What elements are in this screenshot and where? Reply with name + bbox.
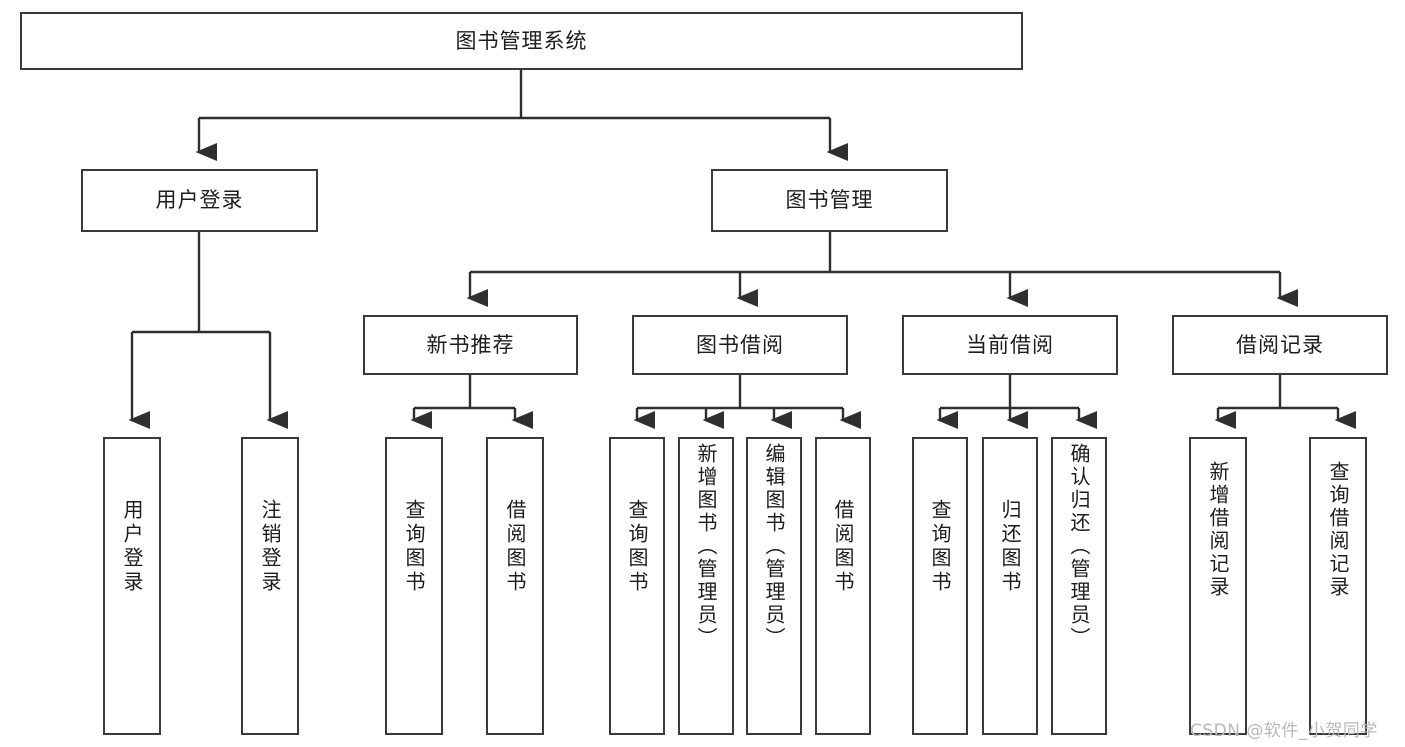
node-leaf-borrow-book-1-label: 借阅图书 — [503, 499, 527, 595]
node-leaf-query-book-3[interactable]: 查询图书 — [912, 437, 968, 735]
node-new-book-recommend-label: 新书推荐 — [426, 332, 515, 357]
node-current-borrow[interactable]: 当前借阅 — [902, 315, 1118, 375]
node-leaf-edit-book[interactable]: 编辑图书（管理员） — [746, 437, 802, 735]
node-book-borrow[interactable]: 图书借阅 — [632, 315, 848, 375]
node-root-label: 图书管理系统 — [455, 28, 588, 53]
node-leaf-query-book-1-label: 查询图书 — [402, 499, 426, 595]
node-leaf-query-book-2-label: 查询图书 — [625, 499, 649, 595]
node-leaf-borrow-book-1[interactable]: 借阅图书 — [486, 437, 544, 735]
node-leaf-add-borrow-record[interactable]: 新增借阅记录 — [1189, 437, 1247, 735]
node-new-book-recommend[interactable]: 新书推荐 — [363, 315, 578, 375]
node-leaf-add-borrow-record-label: 新增借阅记录 — [1206, 461, 1230, 599]
node-leaf-query-borrow-record[interactable]: 查询借阅记录 — [1309, 437, 1367, 735]
node-borrow-record[interactable]: 借阅记录 — [1172, 315, 1388, 375]
node-current-borrow-label: 当前借阅 — [966, 332, 1054, 357]
node-user-login[interactable]: 用户登录 — [81, 169, 318, 232]
node-leaf-return-book[interactable]: 归还图书 — [982, 437, 1038, 735]
node-leaf-add-book-label: 新增图书（管理员） — [694, 443, 718, 650]
node-leaf-logout[interactable]: 注销登录 — [241, 437, 299, 735]
csdn-watermark: CSDN @软件_小贺同学 — [1190, 721, 1378, 741]
node-leaf-edit-book-label: 编辑图书（管理员） — [762, 443, 786, 650]
node-book-manage-label: 图书管理 — [785, 188, 874, 213]
node-leaf-confirm-return-label: 确认归还（管理员） — [1067, 443, 1091, 650]
node-user-login-label: 用户登录 — [155, 188, 244, 213]
node-borrow-record-label: 借阅记录 — [1236, 332, 1324, 357]
node-leaf-query-book-3-label: 查询图书 — [928, 499, 952, 595]
node-leaf-add-book[interactable]: 新增图书（管理员） — [678, 437, 734, 735]
node-leaf-query-book-1[interactable]: 查询图书 — [385, 437, 443, 735]
node-book-borrow-label: 图书借阅 — [696, 332, 784, 357]
node-leaf-return-book-label: 归还图书 — [998, 499, 1022, 595]
node-leaf-confirm-return[interactable]: 确认归还（管理员） — [1051, 437, 1107, 735]
node-root[interactable]: 图书管理系统 — [20, 12, 1023, 70]
node-book-manage[interactable]: 图书管理 — [711, 169, 948, 232]
node-leaf-login-label: 用户登录 — [120, 499, 144, 595]
node-leaf-query-book-2[interactable]: 查询图书 — [609, 437, 665, 735]
node-leaf-login[interactable]: 用户登录 — [103, 437, 161, 735]
node-leaf-logout-label: 注销登录 — [258, 499, 282, 595]
node-leaf-borrow-book-2-label: 借阅图书 — [831, 499, 855, 595]
node-leaf-query-borrow-record-label: 查询借阅记录 — [1326, 461, 1350, 599]
node-leaf-borrow-book-2[interactable]: 借阅图书 — [815, 437, 871, 735]
